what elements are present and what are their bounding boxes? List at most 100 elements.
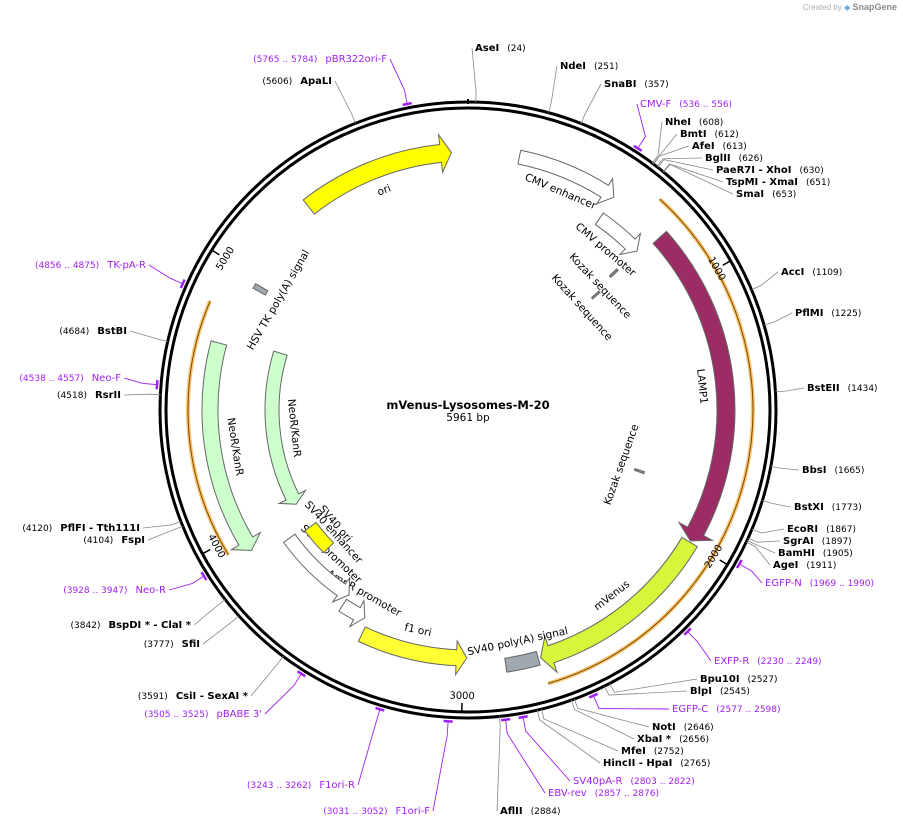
site-position: (626) xyxy=(739,154,763,164)
site-name: FspI xyxy=(121,535,145,546)
site-leader-6 xyxy=(656,157,703,167)
primer-name: EBV-rev xyxy=(548,788,587,799)
annotation-track-line-0 xyxy=(548,198,754,684)
feature-kozak-sequence-16-label: Kozak sequence xyxy=(602,423,642,507)
primer-ebv-rev: EBV-rev(2857 .. 2876) xyxy=(548,788,659,799)
feature-neor-kanr-11-label: NeoR/KanR xyxy=(285,398,303,458)
primer-leader-0 xyxy=(389,58,408,105)
site-nhei: NheI(608) xyxy=(665,117,723,128)
primer-range: (2230 .. 2249) xyxy=(757,657,821,667)
primer-name: pBR322ori-F xyxy=(325,54,387,65)
tick-label-3000: 3000 xyxy=(449,691,475,703)
primer-mark-0 xyxy=(402,101,412,107)
site-leader-32 xyxy=(202,615,240,645)
site-position: (357) xyxy=(644,80,668,90)
site-blpi: BlpI(2545) xyxy=(690,686,750,697)
primer-name: EXFP-R xyxy=(714,656,749,667)
primer-name: EGFP-N xyxy=(765,578,802,589)
primer-mark-12 xyxy=(179,279,186,289)
site-position: (1773) xyxy=(832,503,862,513)
site-leader-30 xyxy=(147,525,183,541)
site-leader-28 xyxy=(123,393,161,396)
site-bamhi: BamHI (1905) xyxy=(778,548,853,559)
snapgene-logo-icon: ◆ xyxy=(844,3,851,12)
plasmid-name: mVenus-Lysosomes-M-20 xyxy=(386,398,549,412)
site-smai: SmaI(653) xyxy=(736,189,796,200)
site-position: (2646) xyxy=(684,723,714,733)
site-sfii: (3777)SfiI xyxy=(144,639,200,650)
site-leader-13 xyxy=(770,466,800,471)
site-name: RsrII xyxy=(95,390,121,401)
site-leader-5 xyxy=(653,145,690,165)
site-bbsi: BbsI (1665) xyxy=(802,465,864,476)
primer-neo-r: (3928 .. 3947)Neo-R xyxy=(63,585,166,596)
site-position: (3842) xyxy=(71,621,101,631)
credit-brand: SnapGene xyxy=(852,2,897,12)
site-name: PflMI xyxy=(795,308,823,319)
site-bpu10i: Bpu10I(2527) xyxy=(700,674,777,685)
site-agei: AgeI(1911) xyxy=(773,560,836,571)
site-sgrai: SgrAI(1897) xyxy=(783,536,852,547)
tick-mark-4000 xyxy=(202,548,211,554)
feature-kozak-sequence-16-shape xyxy=(633,467,646,475)
site-name: BspDI * - ClaI * xyxy=(108,620,191,631)
primer-range: (2803 .. 2822) xyxy=(630,777,694,787)
site-position: (1109) xyxy=(812,268,842,278)
primer-f1ori-f: (3031 .. 3052)F1ori-F xyxy=(323,806,430,817)
site-csii-sexai: (3591)CsiI - SexAI * xyxy=(138,691,249,702)
feature-neor-kanr-10-label: NeoR/KanR xyxy=(224,417,245,477)
site-leader-1 xyxy=(548,65,558,113)
site-rsrii: (4518) RsrII xyxy=(57,390,121,401)
feature-ampr-promoter-6-shape xyxy=(338,598,366,628)
site-name: PaeR7I - XhoI xyxy=(716,165,792,176)
primer-cmv-f: CMV-F(536 .. 556) xyxy=(640,99,732,110)
site-leader-0 xyxy=(471,47,477,103)
site-name: PflFI - Tth111I xyxy=(60,523,140,534)
site-name: BbsI xyxy=(802,465,826,476)
site-name: SmaI xyxy=(736,189,764,200)
site-tspmi-xmai: TspMI - XmaI(651) xyxy=(726,177,830,188)
primer-name: EGFP-C xyxy=(672,704,708,715)
site-leader-10 xyxy=(751,271,779,290)
site-leader-24 xyxy=(536,709,601,764)
site-name: NotI xyxy=(652,722,676,733)
credit-prefix: Created by xyxy=(802,3,842,12)
tick-label-5000: 5000 xyxy=(214,245,237,272)
site-name: BamHI xyxy=(778,548,815,559)
feature-cmv-promoter-1-shape xyxy=(594,212,642,256)
site-position: (4518) xyxy=(57,391,87,401)
site-leader-9 xyxy=(663,163,734,195)
site-leader-12 xyxy=(775,387,805,393)
restriction-site-layer: AseI(24)NdeI(251)SnaBI(357)NheI(608)BmtI… xyxy=(22,43,877,817)
site-position: (1905) xyxy=(823,549,853,559)
site-position: (1665) xyxy=(834,466,864,476)
primer-range: (1969 .. 1990) xyxy=(810,579,874,589)
site-position: (651) xyxy=(806,178,830,188)
plasmid-length: 5961 bp xyxy=(446,412,490,424)
feature-ori-13-label: ori xyxy=(376,182,393,198)
site-ndei: NdeI(251) xyxy=(560,61,618,72)
primer-tk-pa-r: (4856 .. 4875)TK-pA-R xyxy=(35,260,146,271)
primer-leader-10 xyxy=(168,575,205,591)
primer-name: CMV-F xyxy=(640,99,671,110)
tick-label-1000: 1000 xyxy=(705,255,727,283)
feature-f1-ori-5-label: f1 ori xyxy=(403,621,432,639)
site-bmti: BmtI(612) xyxy=(680,129,739,140)
site-apali: (5606)ApaLI xyxy=(262,76,332,87)
site-mfei: MfeI(2752) xyxy=(621,746,684,757)
feature-ori-13-shape xyxy=(302,132,452,215)
site-leader-26 xyxy=(334,80,356,124)
site-name: BmtI xyxy=(680,129,707,140)
primer-egfp-c: EGFP-C(2577 .. 2598) xyxy=(672,704,781,715)
site-bsteii: BstEII(1434) xyxy=(807,383,878,394)
primer-mark-10 xyxy=(200,571,208,581)
primer-leader-9 xyxy=(264,673,302,715)
site-name: AccI xyxy=(781,267,804,278)
plasmid-backbone xyxy=(158,99,778,720)
primer-leader-7 xyxy=(432,721,449,812)
site-paer7i-xhoi: PaeR7I - XhoI(630) xyxy=(716,165,824,176)
primer-leader-11 xyxy=(123,377,158,386)
site-leader-16 xyxy=(747,537,781,543)
